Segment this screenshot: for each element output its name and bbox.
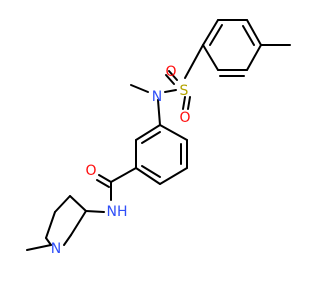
molecule-structure: O S O N O NH N: [26, 19, 291, 257]
atom-label-carbonyl-oxygen: O: [85, 163, 96, 179]
bond: [164, 89, 177, 93]
atom-label-amide-nitrogen: NH: [107, 204, 128, 220]
bond: [168, 70, 178, 81]
bond: [26, 244, 52, 251]
bond-lines: [26, 19, 291, 251]
atom-label-sulfonyl-oxygen: O: [179, 110, 190, 126]
bond: [202, 44, 219, 71]
atom-label-piperidine-nitrogen: N: [51, 241, 61, 257]
bond: [98, 174, 112, 183]
bond: [209, 24, 223, 46]
bond: [141, 131, 161, 144]
bond: [187, 96, 191, 110]
bond: [159, 124, 188, 141]
bond: [63, 234, 72, 246]
bond: [45, 237, 52, 246]
bond: [184, 44, 204, 79]
bond: [45, 211, 56, 239]
bond: [96, 179, 110, 188]
bond: [85, 210, 105, 213]
bond: [165, 74, 175, 85]
bond: [202, 19, 219, 46]
bond: [141, 165, 161, 178]
atom-labels: O S O N O NH N: [51, 64, 191, 257]
bond: [182, 96, 186, 110]
bond: [110, 167, 137, 183]
bond: [69, 195, 87, 212]
bond: [135, 124, 161, 141]
bond: [135, 167, 161, 185]
bond: [157, 99, 161, 126]
bond: [159, 167, 188, 185]
bond: [54, 195, 71, 213]
bond: [130, 84, 149, 93]
bond: [70, 210, 87, 236]
bond: [246, 44, 262, 71]
atom-label-sulfonyl-oxygen: O: [165, 64, 176, 80]
atom-label-sulfonamide-nitrogen: N: [152, 89, 162, 105]
atom-label-sulfur: S: [180, 83, 189, 99]
bond: [246, 19, 262, 46]
bond: [242, 25, 255, 46]
